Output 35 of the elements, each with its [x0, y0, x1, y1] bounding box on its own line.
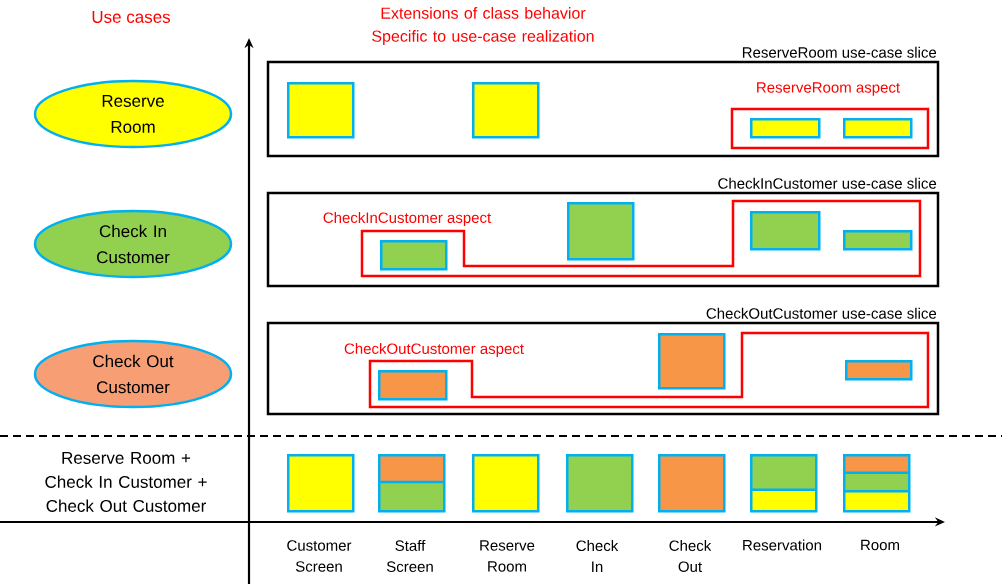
class-box — [566, 454, 634, 513]
class-box — [750, 211, 821, 251]
aspect-outline: ReserveRoom aspect — [730, 82, 930, 150]
node-label: ReserveRoom use-case slice — [742, 46, 937, 58]
class-box — [658, 333, 726, 390]
class-box — [843, 230, 913, 251]
class-box — [287, 82, 355, 139]
column-label: Check In — [576, 540, 619, 572]
class-box — [843, 454, 911, 513]
class-box — [845, 360, 913, 381]
node-label: CheckOutCustomer use-case slice — [706, 307, 937, 319]
heading: Use cases — [92, 11, 171, 23]
note: Extensions of class behavior Specific to use-case realization — [372, 7, 594, 45]
class-box — [567, 202, 635, 261]
class-box — [378, 370, 448, 401]
class-box — [472, 82, 540, 139]
class-box — [750, 454, 818, 513]
class-box — [380, 240, 448, 271]
class-box — [843, 118, 913, 139]
class-box — [287, 454, 355, 513]
aspect-outline: CheckOutCustomer aspect — [344, 331, 930, 409]
aspect-outline: CheckInCustomer aspect — [323, 199, 922, 278]
row-label: Reserve Room + Check In Customer + Check Out Customer — [45, 452, 207, 512]
class-box — [472, 454, 540, 513]
column-label: Room — [861, 539, 899, 551]
class-box — [750, 118, 821, 139]
class-box — [658, 454, 726, 513]
column-label: Staff Screen — [386, 540, 433, 572]
column-label: Customer Screen — [287, 540, 352, 572]
node-label: CheckInCustomer use-case slice — [718, 177, 937, 189]
class-box — [378, 454, 446, 513]
column-label: Check Out — [669, 540, 712, 572]
node-label: ReserveRoom aspect — [757, 82, 900, 96]
column-label: Reservation — [743, 539, 822, 551]
column-label: Reserve Room — [480, 540, 535, 572]
